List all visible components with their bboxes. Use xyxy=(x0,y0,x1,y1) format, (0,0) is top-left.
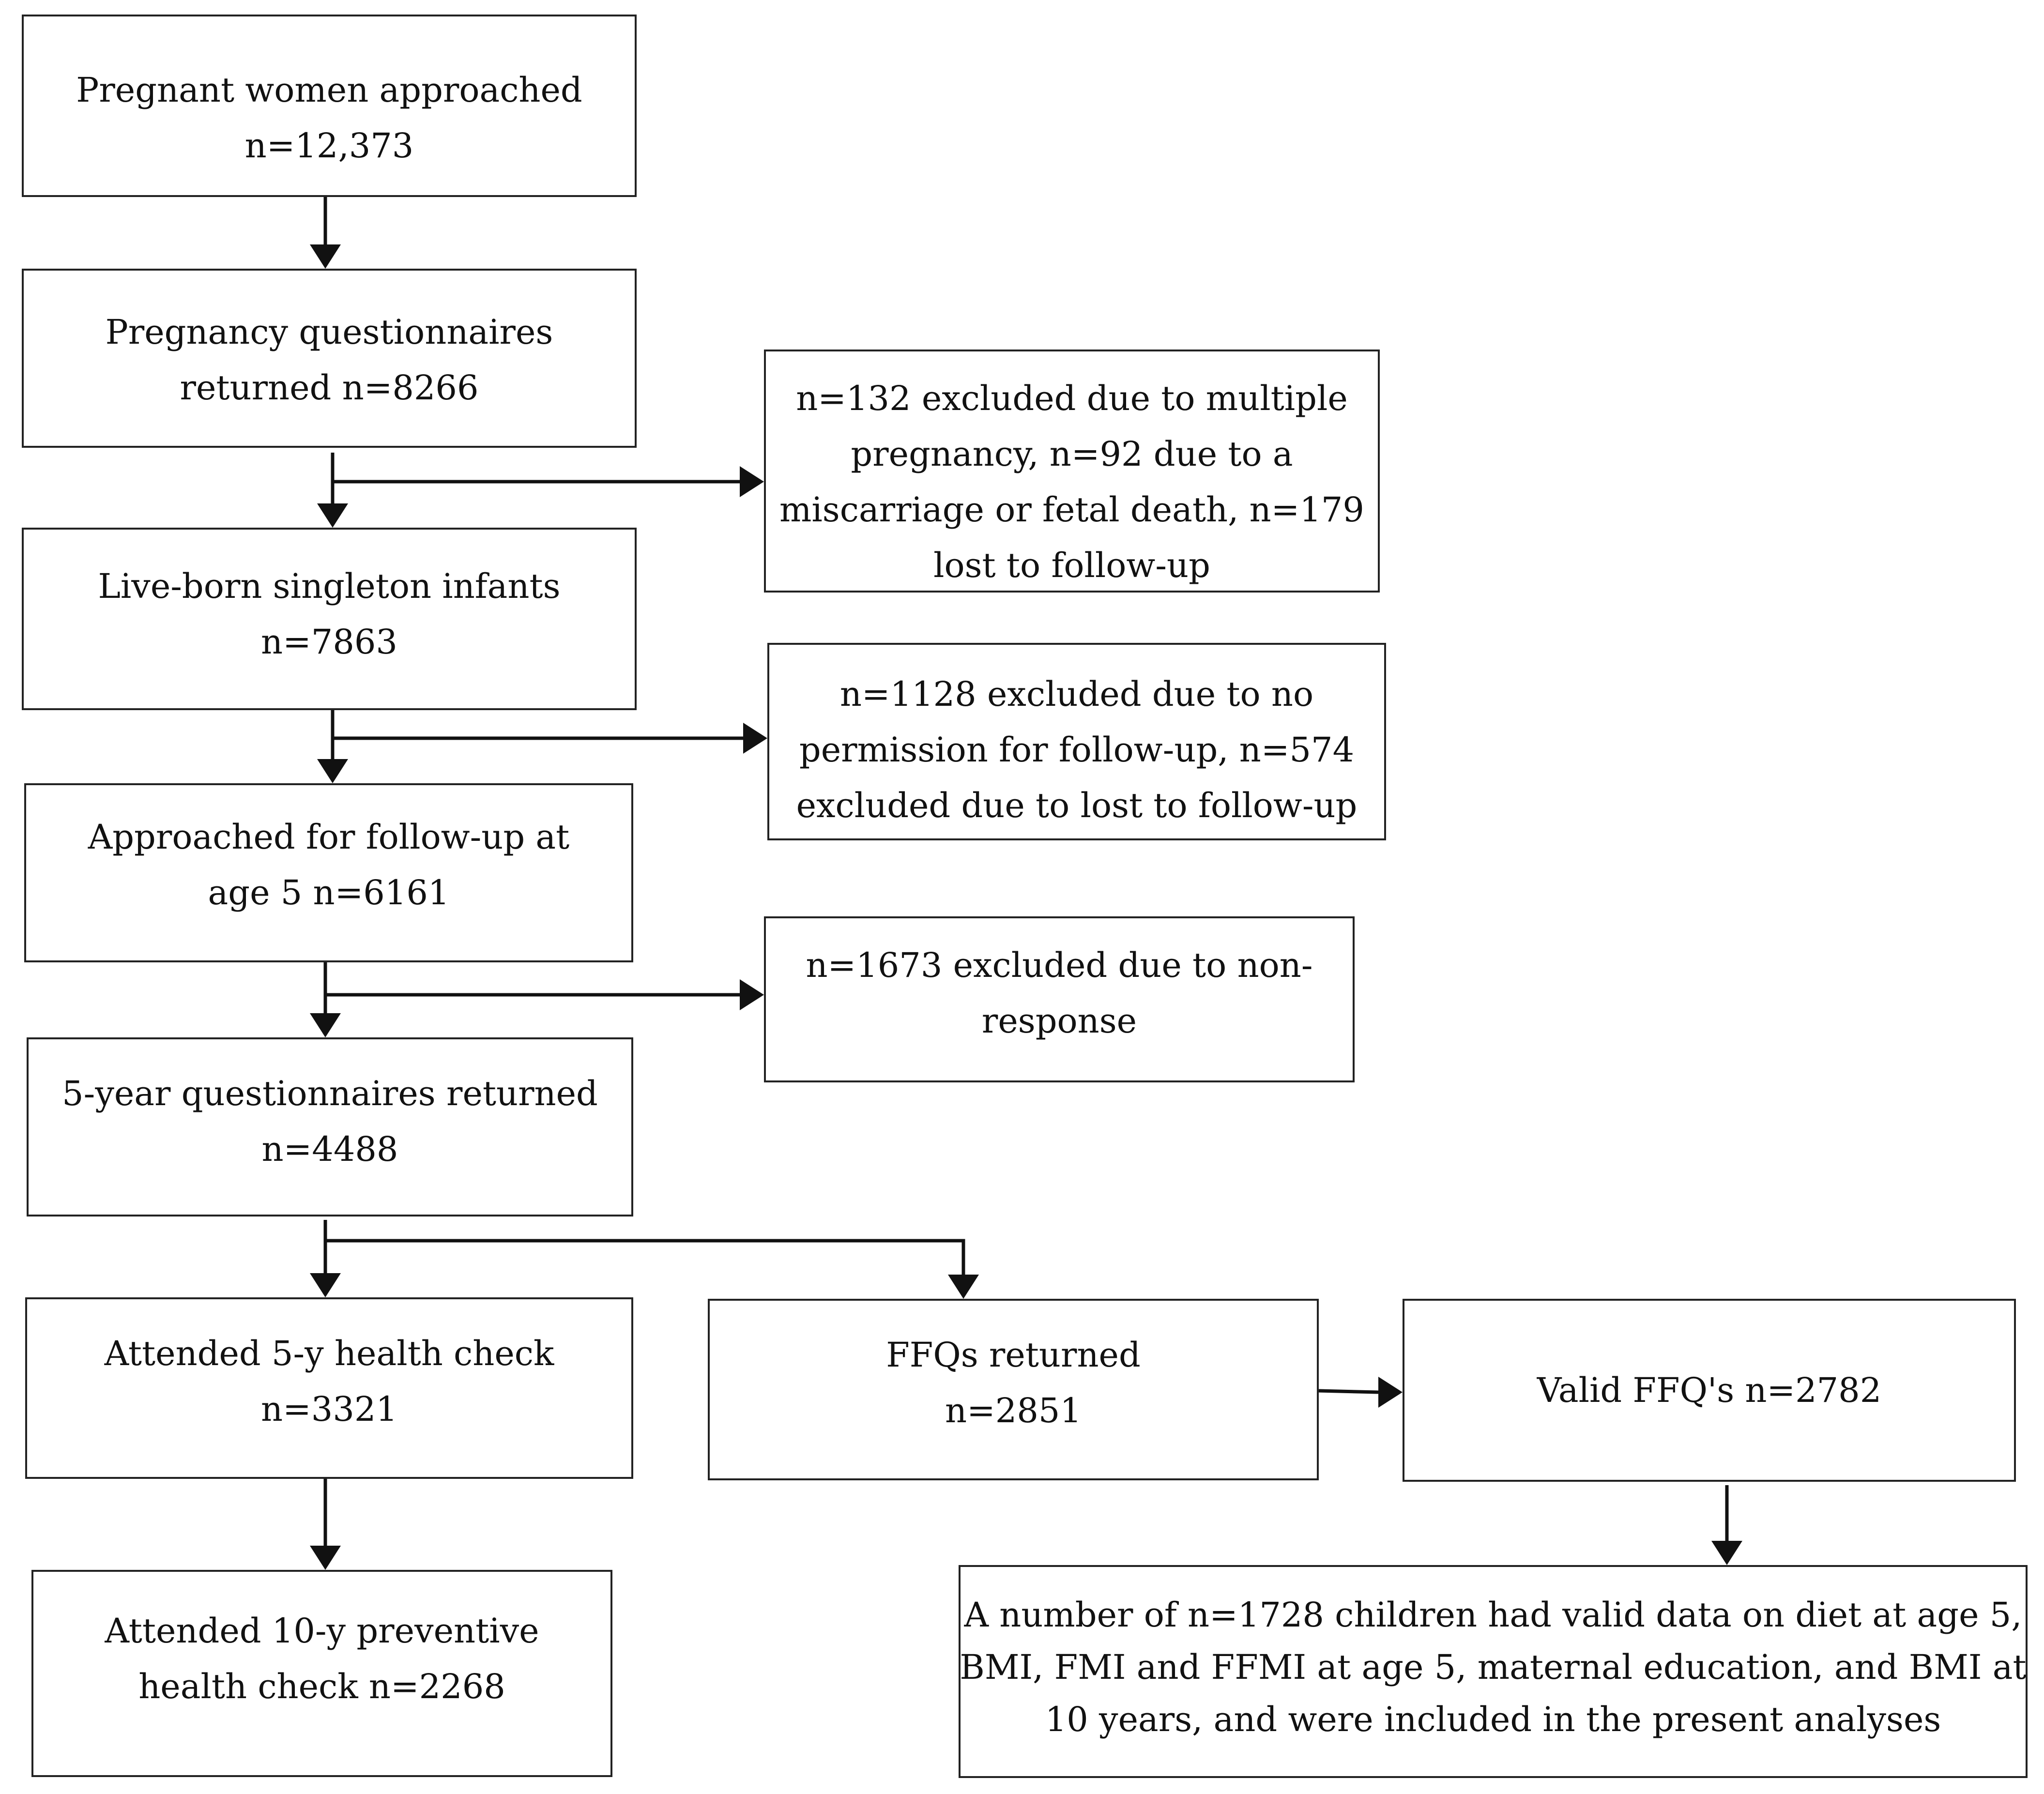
box-text: 10 years, and were included in the prese… xyxy=(1045,1700,1941,1739)
box-text: BMI, FMI and FFMI at age 5, maternal edu… xyxy=(960,1647,2027,1687)
box-final-analysis-sample: A number of n=1728 children had valid da… xyxy=(959,1565,2028,1778)
box-text: n=7863 xyxy=(261,622,397,662)
box-exclusion-pregnancy: n=132 excluded due to multiple pregnancy… xyxy=(764,350,1380,593)
box-text: n=1128 excluded due to no xyxy=(839,674,1314,714)
box-text: age 5 n=6161 xyxy=(208,873,450,912)
arrow-ffqs-to-valid xyxy=(1318,1389,1379,1394)
box-exclusion-follow-up: n=1128 excluded due to no permission for… xyxy=(767,643,1386,840)
box-text: returned n=8266 xyxy=(180,368,479,408)
box-pregnant-women-approached: Pregnant women approached n=12,373 xyxy=(22,15,637,197)
box-pregnancy-questionnaires: Pregnancy questionnaires returned n=8266 xyxy=(22,269,637,448)
box-valid-ffqs: Valid FFQ's n=2782 xyxy=(1403,1299,2016,1482)
box-text: A number of n=1728 children had valid da… xyxy=(964,1595,2022,1635)
box-text: miscarriage or fetal death, n=179 xyxy=(779,490,1364,530)
box-5-year-questionnaires-returned: 5-year questionnaires returned n=4488 xyxy=(27,1037,633,1216)
box-text: lost to follow-up xyxy=(933,546,1210,585)
box-approached-follow-up-age-5: Approached for follow-up at age 5 n=6161 xyxy=(24,783,633,962)
box-text: n=3321 xyxy=(261,1389,397,1429)
box-text: health check n=2268 xyxy=(138,1667,505,1706)
box-text: Pregnancy questionnaires xyxy=(105,312,553,352)
box-attended-5y-health-check: Attended 5-y health check n=3321 xyxy=(25,1297,633,1479)
box-text: 5-year questionnaires returned xyxy=(62,1074,598,1113)
box-text: excluded due to lost to follow-up xyxy=(796,786,1358,825)
box-live-born-infants: Live-born singleton infants n=7863 xyxy=(22,528,637,710)
box-exclusion-non-response: n=1673 excluded due to non- response xyxy=(764,916,1355,1082)
box-text: Valid FFQ's n=2782 xyxy=(1537,1370,1882,1410)
box-text: Attended 5-y health check xyxy=(104,1334,554,1373)
box-text: n=12,373 xyxy=(244,126,414,166)
arrow-to-ffqs xyxy=(325,1239,965,1275)
box-text: pregnancy, n=92 due to a xyxy=(851,434,1293,474)
box-text: Approached for follow-up at xyxy=(88,817,570,857)
box-text: n=2851 xyxy=(945,1391,1082,1430)
box-text: Attended 10-y preventive xyxy=(105,1611,539,1651)
box-text: n=4488 xyxy=(261,1129,398,1169)
box-attended-10y-health-check: Attended 10-y preventive health check n=… xyxy=(31,1570,612,1777)
box-text: Live-born singleton infants xyxy=(98,566,561,606)
box-ffqs-returned: FFQs returned n=2851 xyxy=(708,1299,1319,1480)
box-text: FFQs returned xyxy=(886,1335,1141,1375)
box-text: n=132 excluded due to multiple xyxy=(796,379,1348,418)
box-text: Pregnant women approached xyxy=(76,70,582,110)
box-text: response xyxy=(981,1001,1137,1041)
box-text: n=1673 excluded due to non- xyxy=(806,945,1313,985)
box-text: permission for follow-up, n=574 xyxy=(799,730,1355,770)
